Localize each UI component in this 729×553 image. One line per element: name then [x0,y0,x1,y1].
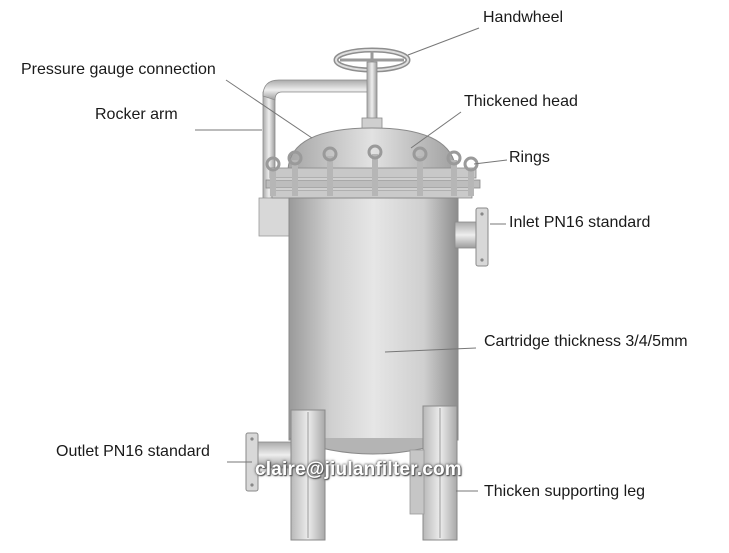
leader-pressure-gauge [225,79,313,139]
leader-thickened-head [410,111,462,149]
handwheel [333,47,411,135]
watermark-email: claire@jiulanfilter.com [255,459,462,480]
leader-rings [473,159,508,165]
leader-lines [195,27,508,492]
supporting-leg-left [290,409,326,541]
leader-handwheel [407,27,480,56]
label-thickened-head: Thickened head [464,93,578,110]
rocker-arm [258,79,373,237]
label-outlet: Outlet PN16 standard [56,443,210,460]
label-handwheel: Handwheel [483,9,564,26]
inlet-pipe [454,207,489,267]
rings [265,144,479,196]
supporting-leg-back [409,449,425,515]
leader-cartridge [384,347,477,353]
label-pressure-gauge-connection: Pressure gauge connection [21,61,216,78]
label-cartridge-thickness: Cartridge thickness 3/4/5mm [484,333,688,350]
label-rings: Rings [509,149,550,166]
cartridge-body [288,197,459,455]
label-inlet: Inlet PN16 standard [509,214,651,231]
label-supporting-leg: Thicken supporting leg [484,483,645,500]
label-rocker-arm: Rocker arm [95,106,178,123]
